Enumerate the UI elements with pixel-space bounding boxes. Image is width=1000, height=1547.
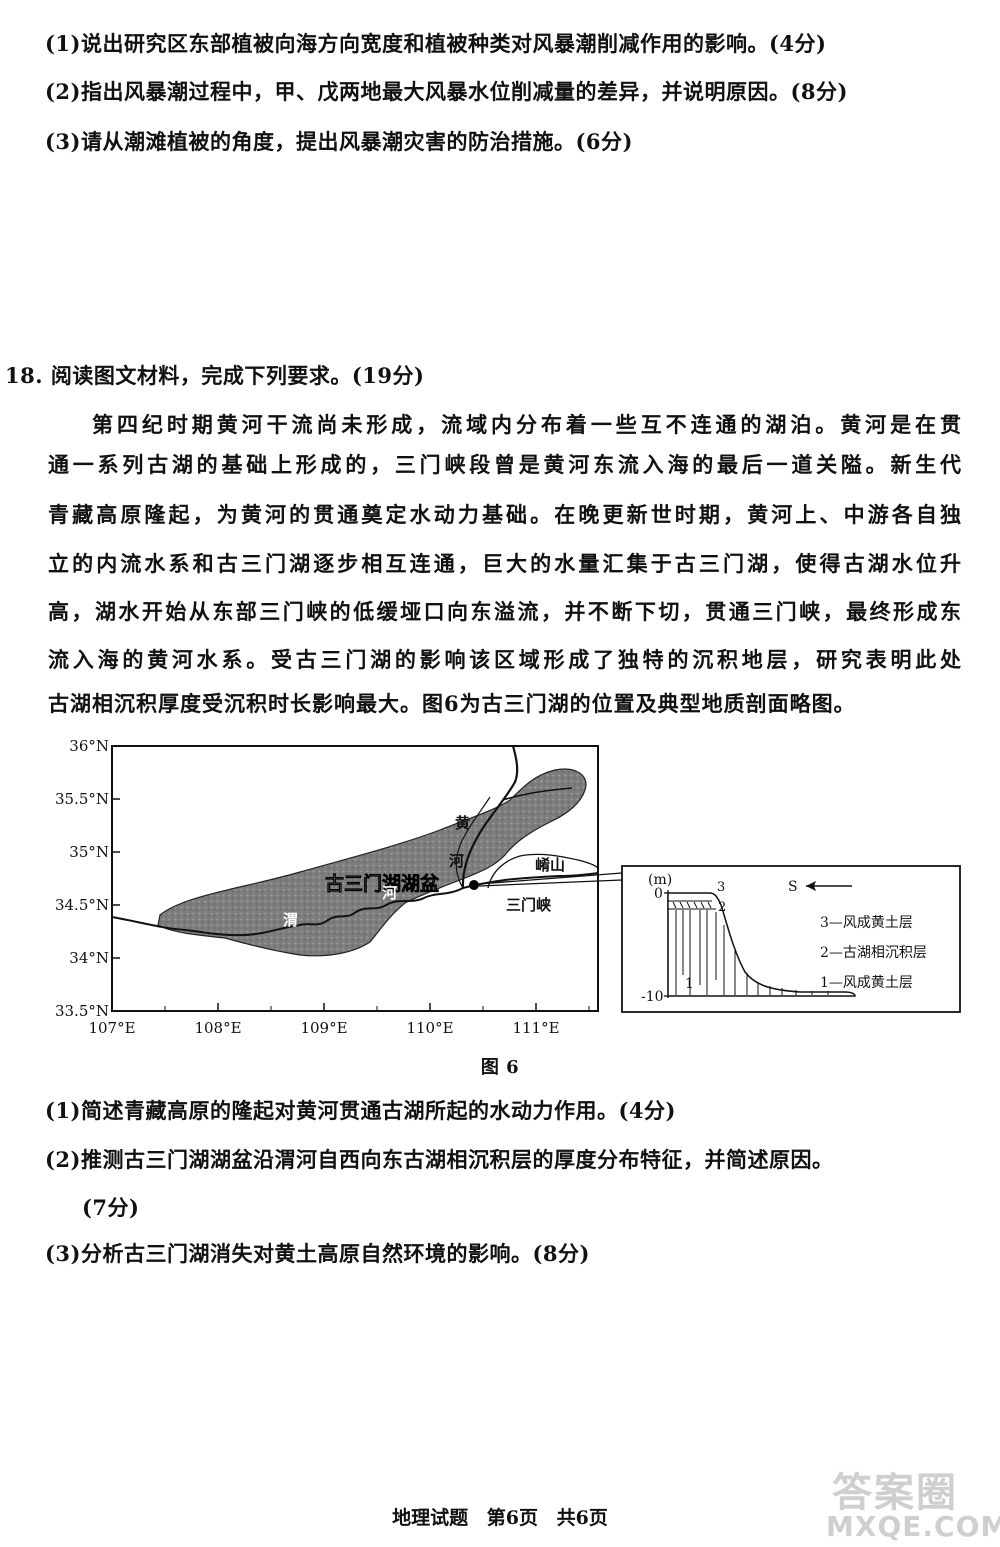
profile-layer-1-num: 1 (685, 976, 694, 992)
profile-y-top: 0 (654, 886, 663, 902)
lat-label: 35.5°N (55, 790, 109, 808)
label-sanmenxia: 三门峡 (506, 896, 552, 914)
passage-line: 立的内流水系和古三门湖逐步相互连通，巨大的水量汇集于古三门湖，使得古湖水位升 (48, 551, 962, 576)
passage-line: 流入海的黄河水系。受古三门湖的影响该区域形成了独特的沉积地层，研究表明此处 (48, 647, 962, 672)
lat-label: 34°N (69, 949, 109, 967)
figure-6-map: 古三门湖湖盆 黄 河 渭 河 崤山 三门峡 36°N 35.5°N 35°N 3… (55, 737, 961, 1037)
profile-y-bottom: -10 (641, 989, 664, 1005)
passage-line: 青藏高原隆起，为黄河的贯通奠定水动力基础。在晚更新世时期，黄河上、中游各自独 (48, 502, 962, 527)
q17-part-1: (1)说出研究区东部植被向海方向宽度和植被种类对风暴潮削减作用的影响。(4分) (45, 31, 827, 56)
q18-part-1: (1)简述青藏高原的隆起对黄河贯通古湖所起的水动力作用。(4分) (45, 1098, 676, 1123)
label-basin: 古三门湖湖盆 (325, 872, 440, 895)
yellow-river (461, 745, 519, 889)
passage-line: 第四纪时期黄河干流尚未形成，流域内分布着一些互不连通的湖泊。黄河是在贯 (92, 412, 962, 437)
q18-part-2: (2)推测古三门湖湖盆沿渭河自西向东古湖相沉积层的厚度分布特征，并简述原因。 (45, 1147, 834, 1172)
page-footer: 地理试题 第6页 共6页 (392, 1507, 608, 1529)
lon-label: 109°E (300, 1019, 347, 1037)
passage-line: 高，湖水开始从东部三门峡的低缓垭口向东溢流，并不断下切，贯通三门峡，最终形成东 (48, 599, 962, 624)
sanmenxia-marker (469, 880, 479, 890)
lat-label: 34.5°N (55, 896, 109, 914)
q18-part-2-score: (7分) (82, 1195, 140, 1220)
lon-label: 108°E (194, 1019, 241, 1037)
label-wei: 渭 (283, 911, 298, 929)
geological-profile: (m) 0 -10 (621, 865, 961, 1013)
label-huang: 黄 (455, 814, 470, 832)
q17-part-2: (2)指出风暴潮过程中，甲、戊两地最大风暴水位削减量的差异，并说明原因。(8分) (45, 79, 848, 104)
profile-ground (667, 892, 856, 997)
label-he: 河 (449, 852, 464, 870)
passage-line: 古湖相沉积厚度受沉积时长影响最大。图6为古三门湖的位置及典型地质剖面略图。 (48, 691, 856, 716)
lon-label: 107°E (88, 1019, 135, 1037)
profile-direction: S (788, 879, 798, 895)
lat-label: 33.5°N (55, 1002, 109, 1020)
profile-legend-1: 1—风成黄土层 (820, 974, 913, 991)
latitude-axis: 36°N 35.5°N 35°N 34.5°N 34°N 33.5°N (55, 737, 120, 1020)
wei-river (111, 872, 599, 937)
xiaoshan-mountain (487, 853, 599, 889)
longitude-axis: 107°E 108°E 109°E 110°E 111°E (88, 1003, 590, 1037)
lat-label: 36°N (69, 737, 109, 755)
profile-layer-3-num: 3 (717, 880, 725, 895)
lon-label: 111°E (512, 1019, 559, 1037)
river-loop (455, 796, 491, 889)
lon-label: 110°E (406, 1019, 453, 1037)
lat-label: 35°N (69, 843, 109, 861)
q18-heading: 18. 阅读图文材料，完成下列要求。(19分) (5, 363, 425, 388)
profile-connector (478, 872, 623, 885)
watermark-logo: 答案圈 (832, 1470, 958, 1516)
profile-layer-2-num: 2 (718, 900, 726, 915)
passage-line: 通一系列古湖的基础上形成的，三门峡段曾是黄河东流入海的最后一道关隘。新生代 (48, 452, 962, 477)
figure-caption: 图 6 (480, 1057, 520, 1078)
river-branch-northeast (502, 787, 573, 801)
watermark-site: MXQE.COM (826, 1510, 1000, 1543)
profile-legend-3: 3—风成黄土层 (820, 914, 913, 931)
q17-part-3: (3)请从潮滩植被的角度，提出风暴潮灾害的防治措施。(6分) (45, 129, 633, 154)
label-xiaoshan: 崤山 (535, 856, 565, 874)
profile-legend-2: 2—古湖相沉积层 (820, 945, 927, 961)
profile-unit: (m) (648, 872, 672, 888)
q18-part-3: (3)分析古三门湖消失对黄土高原自然环境的影响。(8分) (45, 1241, 590, 1266)
label-he2: 河 (382, 884, 397, 902)
lake-basin (157, 768, 587, 957)
